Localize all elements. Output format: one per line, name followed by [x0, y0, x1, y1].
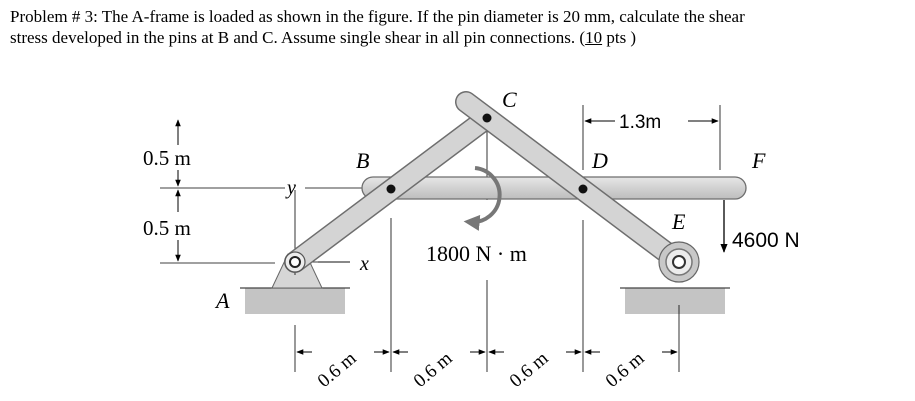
label-f: F [751, 148, 766, 173]
problem-statement: Problem # 3: The A-frame is loaded as sh… [10, 6, 905, 48]
dim-bottom-label-4: 0.6 m [602, 348, 649, 392]
support-block-e [625, 288, 725, 314]
member-ce [455, 91, 690, 273]
label-y: y [285, 177, 296, 199]
dim-bottom-label-2: 0.6 m [410, 348, 457, 392]
dim-bottom-label-3: 0.6 m [506, 348, 553, 392]
dim-top-label: 1.3m [619, 112, 661, 133]
moment-arrow [463, 166, 502, 231]
points-value: 10 [585, 28, 603, 47]
pin-c [482, 113, 492, 123]
problem-line-2: stress developed in the pins at B and C.… [10, 28, 580, 47]
label-x: x [359, 253, 369, 275]
pin-a [284, 251, 306, 273]
points-close: pts ) [602, 28, 637, 47]
dim-upper-label: 0.5 m [143, 146, 191, 170]
problem-line-1: Problem # 3: The A-frame is loaded as sh… [10, 7, 745, 26]
label-a: A [214, 288, 230, 313]
label-b: B [356, 148, 369, 173]
support-block-a [245, 288, 345, 314]
force-label: 4600 N [732, 229, 800, 252]
label-c: C [502, 87, 517, 112]
label-d: D [591, 148, 608, 173]
pin-b [386, 184, 396, 194]
reference-lines [160, 105, 721, 372]
dim-bottom-label-1: 0.6 m [314, 348, 361, 392]
roller-e [658, 241, 700, 283]
pin-d [578, 184, 588, 194]
dim-lower-label: 0.5 m [143, 216, 191, 240]
label-e: E [671, 209, 686, 234]
points-open: ( [579, 28, 586, 47]
moment-label: 1800 N · m [426, 241, 527, 266]
